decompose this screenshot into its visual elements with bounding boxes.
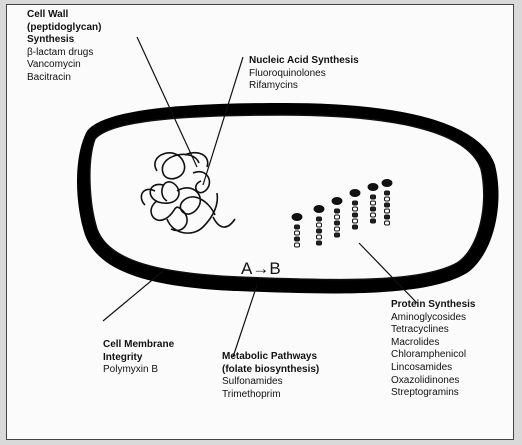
ribosome-bead [335, 209, 340, 213]
cell-wall-heading-3: Synthesis [27, 34, 101, 47]
cell-membrane-heading-1: Cell Membrane [103, 339, 174, 352]
metabolic-reaction-label: A→B [241, 259, 281, 279]
ribosome-cap [382, 179, 393, 187]
ribosome-bead [317, 229, 322, 233]
ribosome-bead [371, 195, 376, 199]
ribosome-bead [353, 213, 358, 217]
ribosome-cap [332, 197, 343, 205]
protein-drug-7: Streptogramins [391, 387, 475, 400]
ribosome-bead [335, 221, 340, 225]
ribosome-bead [371, 207, 376, 211]
ribosome-bead [335, 215, 340, 219]
cell-wall-heading-2: (peptidoglycan) [27, 22, 101, 35]
protein-drug-1: Aminoglycosides [391, 312, 475, 325]
nucleic-acid-heading: Nucleic Acid Synthesis [249, 55, 359, 68]
ribosome-bead [371, 201, 376, 205]
ribosome-bead [317, 223, 322, 227]
metabolic-drug-1: Sulfonamides [222, 376, 319, 389]
cell-membrane-group: Cell Membrane Integrity Polymyxin B [103, 339, 174, 377]
metabolic-group: Metabolic Pathways (folate biosynthesis)… [222, 351, 319, 401]
ribosome-bead [353, 219, 358, 223]
ribosome-bead [317, 217, 322, 221]
ribosome-bead [353, 207, 358, 211]
ribosome-bead [371, 219, 376, 223]
cell-membrane-heading-2: Integrity [103, 352, 174, 365]
ribosome-bead [385, 191, 390, 195]
diagram-frame: Cell Wall (peptidoglycan) Synthesis β-la… [6, 4, 514, 440]
cell-wall-drug-2: Vancomycin [27, 59, 101, 72]
protein-drug-4: Chloramphenicol [391, 349, 475, 362]
cell-wall-group: Cell Wall (peptidoglycan) Synthesis β-la… [27, 9, 101, 85]
ribosome-bead [295, 225, 300, 229]
ribosome-bead [317, 235, 322, 239]
protein-drug-3: Macrolides [391, 337, 475, 350]
ribosome-cap [292, 213, 303, 221]
ribosome-bead [385, 197, 390, 201]
protein-drug-2: Tetracyclines [391, 324, 475, 337]
nucleic-acid-group: Nucleic Acid Synthesis Fluoroquinolones … [249, 55, 359, 93]
ribosome-cap [350, 189, 361, 197]
ribosome-bead [335, 233, 340, 237]
ribosome-bead [295, 231, 300, 235]
ribosome-bead [385, 215, 390, 219]
metabolic-drug-2: Trimethoprim [222, 389, 319, 402]
protein-group: Protein Synthesis Aminoglycosides Tetrac… [391, 299, 475, 400]
ribosome-bead [385, 203, 390, 207]
ribosome-bead [295, 237, 300, 241]
protein-drug-6: Oxazolidinones [391, 375, 475, 388]
ribosome-bead [295, 243, 300, 247]
metabolic-leader-line [233, 285, 257, 357]
ribosome-bead [353, 225, 358, 229]
metabolic-heading-1: Metabolic Pathways [222, 351, 319, 364]
ribosome-bead [335, 227, 340, 231]
metabolic-heading-2: (folate biosynthesis) [222, 364, 319, 377]
ribosome-cap [368, 183, 379, 191]
ribosome-bead [385, 209, 390, 213]
ribosome-bead [371, 213, 376, 217]
cell-wall-drug-3: Bacitracin [27, 72, 101, 85]
cell-wall-heading-1: Cell Wall [27, 9, 101, 22]
ribosome-bead [317, 241, 322, 245]
protein-heading: Protein Synthesis [391, 299, 475, 312]
cell-wall-drug-1: β-lactam drugs [27, 47, 101, 60]
ribosome-bead [353, 201, 358, 205]
protein-drug-5: Lincosamides [391, 362, 475, 375]
ribosome-cap [314, 205, 325, 213]
nucleic-acid-drug-2: Rifamycins [249, 80, 359, 93]
cell-membrane-leader-line [103, 271, 163, 321]
cell-membrane-drug-1: Polymyxin B [103, 364, 174, 377]
nucleic-acid-drug-1: Fluoroquinolones [249, 68, 359, 81]
ribosome-bead [385, 221, 390, 225]
cell-membrane-outline [90, 115, 484, 280]
